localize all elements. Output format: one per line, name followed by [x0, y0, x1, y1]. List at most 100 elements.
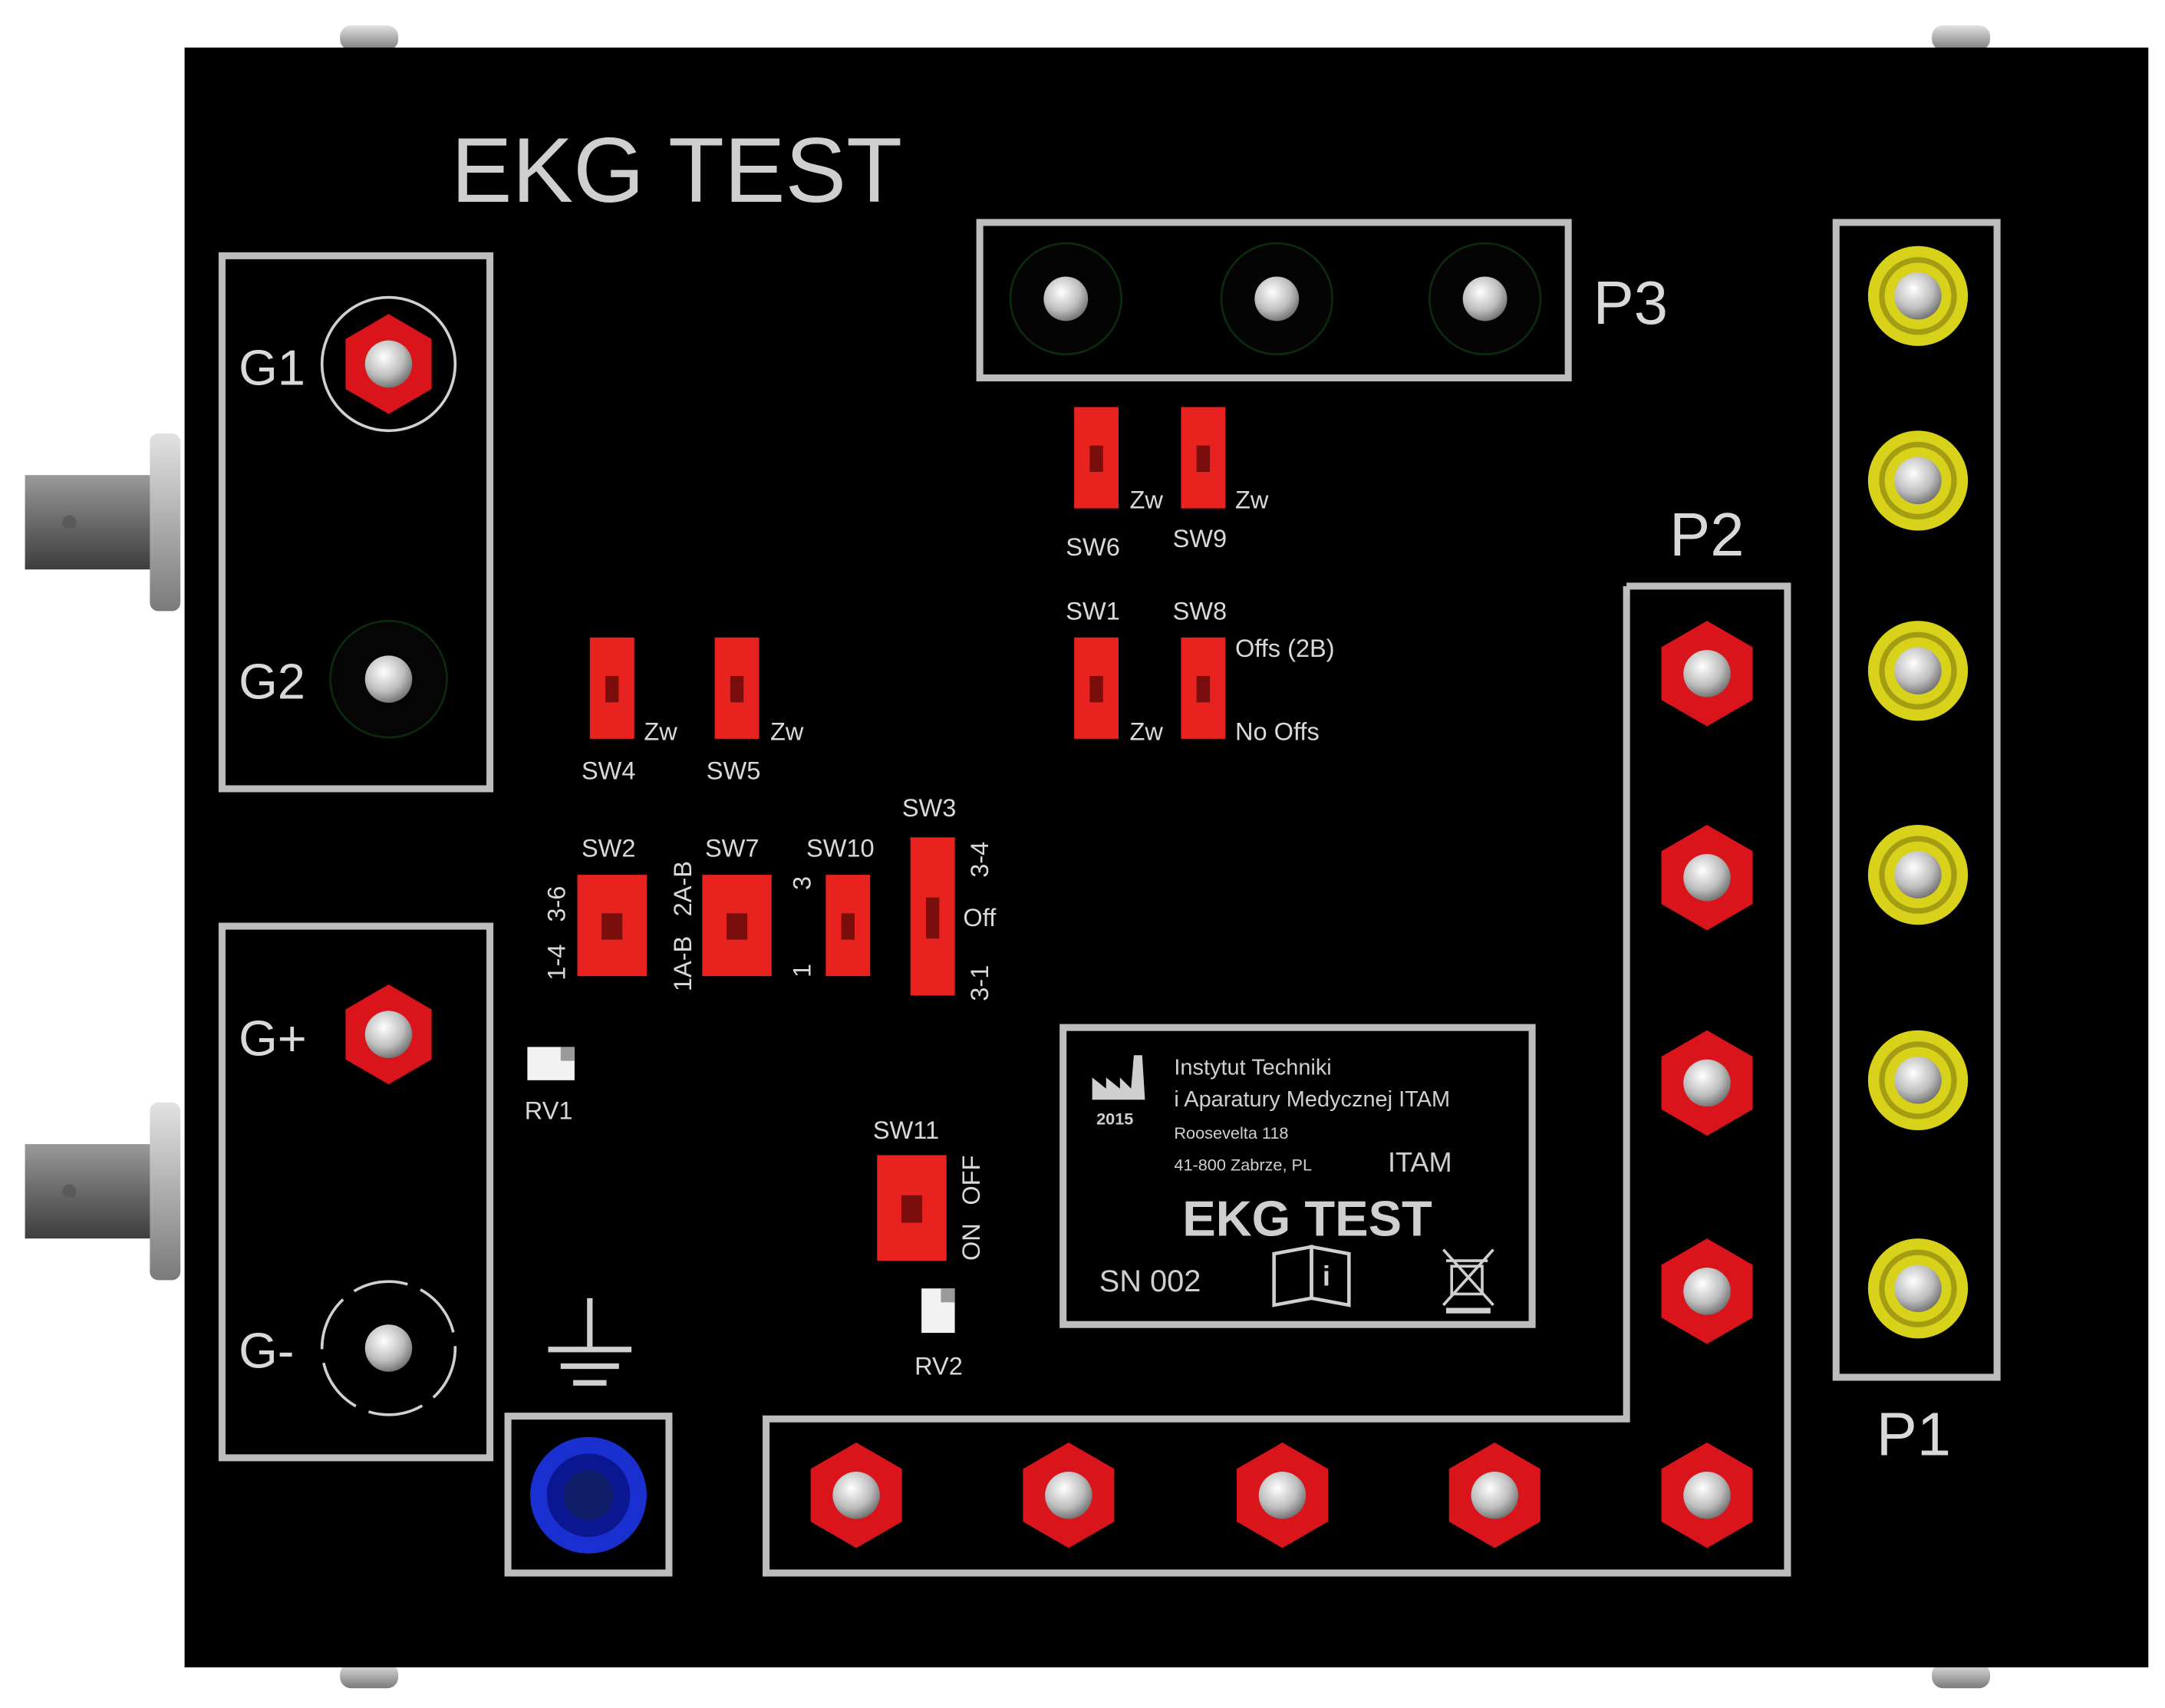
g1-jack[interactable]	[320, 295, 457, 433]
p3-jack-2[interactable]	[1220, 242, 1333, 356]
nameplate-product: EKG TEST	[1182, 1190, 1432, 1246]
nameplate-line1: Instytut Techniki	[1174, 1056, 1331, 1080]
p1-jack-6[interactable]	[1867, 1238, 1969, 1339]
sw11-name: SW11	[873, 1116, 939, 1144]
p1-frame	[1832, 219, 2001, 1381]
sw7-pos-b-label: 1A-B	[669, 936, 697, 991]
p1-jack-5[interactable]	[1867, 1030, 1969, 1130]
rv2-trimmer[interactable]	[921, 1288, 955, 1334]
ground-jack[interactable]	[530, 1436, 647, 1554]
side-connector-top	[25, 433, 181, 612]
sw7-pos-a-label: 2A-B	[669, 861, 697, 916]
sw5-name: SW5	[707, 757, 761, 784]
rv1-trimmer[interactable]	[527, 1047, 575, 1080]
gminus-label: G-	[239, 1322, 294, 1378]
nameplate: 2015 Instytut Techniki i Aparatury Medyc…	[1092, 1055, 1494, 1314]
sw5-pos-label: Zw	[770, 718, 804, 746]
sw1-switch[interactable]	[1074, 637, 1119, 739]
p3-jack-1[interactable]	[1009, 242, 1123, 356]
sw9-switch[interactable]	[1181, 407, 1226, 509]
g2-jack[interactable]	[329, 619, 448, 739]
sw10-switch[interactable]	[825, 875, 871, 977]
p2-frame	[763, 582, 1791, 1577]
sw3-switch[interactable]	[910, 837, 955, 996]
gplus-jack[interactable]	[345, 984, 432, 1085]
sw1-pos-label: Zw	[1130, 718, 1164, 746]
sw6-pos-label: Zw	[1130, 486, 1164, 514]
rv1-label: RV1	[525, 1097, 573, 1125]
g1-g2-frame	[218, 252, 494, 793]
sw7-name: SW7	[705, 835, 760, 862]
p2-jack-1[interactable]	[1661, 621, 1753, 727]
sw2-switch[interactable]	[577, 875, 647, 977]
sw11-pos-b-label: ON	[957, 1223, 985, 1261]
p2-jack-5[interactable]	[1661, 1443, 1753, 1548]
nameplate-year: 2015	[1096, 1110, 1133, 1129]
svg-text:i: i	[1323, 1261, 1330, 1292]
sw6-name: SW6	[1066, 533, 1120, 561]
p1-jack-1[interactable]	[1867, 246, 1969, 346]
ground-icon	[548, 1297, 632, 1386]
sw6-switch[interactable]	[1074, 407, 1119, 509]
nameplate-line3: Roosevelta 118	[1174, 1123, 1288, 1143]
info-manual-icon: i	[1272, 1245, 1351, 1307]
ground-frame	[504, 1413, 673, 1577]
sw9-pos-label: Zw	[1235, 486, 1269, 514]
p2-jack-8[interactable]	[1023, 1443, 1115, 1548]
sw9-name: SW9	[1173, 525, 1227, 552]
rv2-label: RV2	[914, 1352, 963, 1380]
sw3-pos-mid-label: Off	[963, 904, 997, 931]
p2-label: P2	[1669, 500, 1744, 569]
nameplate-line4: 41-800 Zabrze, PL	[1174, 1155, 1312, 1174]
p2-jack-6[interactable]	[1448, 1443, 1541, 1548]
sw8-pos-top-label: Offs (2B)	[1235, 635, 1335, 662]
itam-logo: ITAM	[1388, 1146, 1452, 1178]
nameplate-frame	[1059, 1024, 1536, 1328]
panel-title: EKG TEST	[451, 120, 902, 222]
p1-jack-3[interactable]	[1867, 621, 1969, 721]
sw7-switch[interactable]	[702, 875, 772, 977]
factory-icon	[1092, 1055, 1145, 1100]
p2-jack-2[interactable]	[1661, 825, 1753, 931]
p2-jack-7[interactable]	[1236, 1443, 1329, 1548]
front-panel	[184, 47, 2149, 1668]
sw4-pos-label: Zw	[644, 718, 677, 746]
gminus-jack[interactable]	[320, 1280, 457, 1416]
sw8-name: SW8	[1173, 597, 1227, 625]
gplus-gminus-frame	[218, 922, 494, 1462]
g2-label: G2	[239, 653, 305, 709]
p2-jack-4[interactable]	[1661, 1238, 1753, 1344]
sw11-pos-a-label: OFF	[957, 1156, 985, 1205]
screw	[1932, 1663, 1991, 1689]
p3-label: P3	[1593, 269, 1668, 337]
sw4-switch[interactable]	[589, 637, 634, 739]
sw2-pos-b-label: 1-4	[542, 945, 570, 981]
gplus-label: G+	[239, 1010, 307, 1066]
sw4-name: SW4	[582, 757, 636, 784]
sw5-switch[interactable]	[714, 637, 760, 739]
p3-frame	[976, 219, 1572, 382]
screw	[1932, 25, 1991, 51]
sw3-pos-a-label: 3-4	[966, 842, 994, 878]
p1-jack-4[interactable]	[1867, 825, 1969, 925]
p1-label: P1	[1877, 1400, 1951, 1468]
p2-jack-3[interactable]	[1661, 1030, 1753, 1136]
sw1-name: SW1	[1066, 597, 1120, 625]
nameplate-line2: i Aparatury Medycznej ITAM	[1174, 1087, 1450, 1112]
sw2-pos-a-label: 3-6	[542, 886, 570, 922]
sw10-pos-b-label: 1	[788, 964, 816, 978]
weee-bin-icon	[1442, 1248, 1494, 1314]
sw3-name: SW3	[902, 794, 957, 822]
sw10-name: SW10	[806, 835, 875, 862]
sw2-name: SW2	[582, 835, 636, 862]
p3-jack-3[interactable]	[1428, 242, 1542, 356]
sw8-pos-bottom-label: No Offs	[1235, 718, 1320, 746]
p2-jack-9[interactable]	[810, 1443, 902, 1548]
sw11-switch[interactable]	[877, 1155, 947, 1261]
g1-label: G1	[239, 340, 305, 396]
p1-jack-2[interactable]	[1867, 430, 1969, 531]
screw	[340, 25, 399, 51]
sw8-switch[interactable]	[1181, 637, 1226, 739]
sw10-pos-a-label: 3	[788, 876, 816, 890]
